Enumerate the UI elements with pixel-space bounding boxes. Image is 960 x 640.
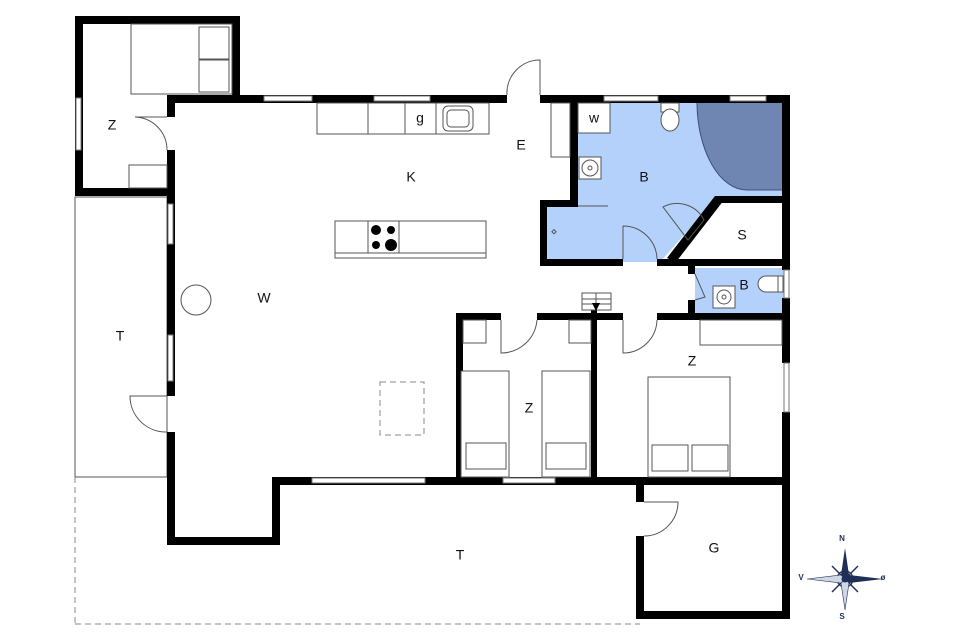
room-label-bathroom-main: B [639,169,648,185]
compass-south: S [839,612,845,621]
room-label-entrance: E [516,137,525,153]
windows [75,95,790,484]
walls [75,16,790,619]
bathroom-main-floor [545,101,784,262]
room-label-bedroom-double: Z [688,353,697,369]
hob-icon [371,225,397,251]
compass-north: N [839,534,845,543]
kitchen-island [334,220,487,259]
room-labels: Z K g E B w S B W T Z Z T G [108,110,749,563]
washbasin-small-icon [712,285,736,309]
toilet-small-icon [757,275,779,293]
compass-west: V [798,573,804,582]
stove-icon [180,284,212,316]
room-label-terrace-west: T [116,328,125,344]
shower-area [696,101,784,191]
dashed-table [379,381,425,436]
room-label-garage: G [709,540,720,556]
room-label-wc: w [588,110,600,126]
compass-icon: N S V ø [798,534,885,621]
doors [129,59,706,537]
room-label-bathroom-small: B [739,277,748,293]
appliance-label: g [416,110,424,126]
furniture [128,23,784,478]
room-label-kitchen: K [406,169,416,185]
compass-east: ø [881,573,886,582]
room-label-bedroom-twin: Z [525,400,534,416]
room-label-terrace-south: T [456,547,465,563]
terrace-west-outline [74,196,168,625]
room-label-living: W [257,290,271,306]
room-label-bedroom-nw: Z [108,117,117,133]
stairs-icon [581,292,612,311]
room-label-storage: S [737,227,746,243]
